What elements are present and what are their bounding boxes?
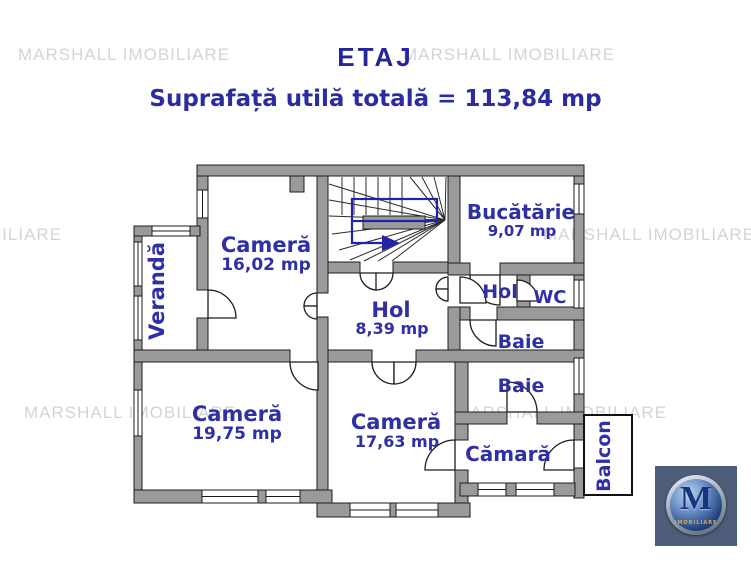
- room-label-wc: WC: [533, 287, 566, 308]
- balcony-outline: [583, 414, 633, 496]
- logo-globe: [670, 479, 722, 531]
- watermark-text: MARSHALL IMOBILIARE: [403, 45, 616, 64]
- room-area-hol: 8,39 mp: [355, 319, 428, 338]
- stairs: [328, 176, 447, 262]
- doors: [207, 272, 575, 471]
- stairs-route-arrow: [350, 197, 439, 251]
- room-label-camara: Cămară: [465, 442, 551, 466]
- room-label-veranda: Verandă: [145, 242, 169, 340]
- room-area-camera-centru: 17,63 mp: [355, 432, 439, 451]
- watermark-text: MARSHALL IMOBILIARE: [543, 225, 751, 244]
- watermark-text: MARSHALL IMOBILIARE: [24, 403, 237, 422]
- watermark-text: MARSHALL IMOBILIARE: [18, 45, 231, 64]
- room-label-bucatarie: Bucătărie: [467, 200, 575, 224]
- room-label-baie-jos: Baie: [498, 375, 545, 397]
- watermark-text: MARSHALL IMOBILIARE: [0, 225, 63, 244]
- room-area-camera-top: 16,02 mp: [221, 255, 311, 275]
- room-area-camera-stanga: 19,75 mp: [192, 424, 282, 444]
- stair-landing: [362, 215, 426, 230]
- room-label-camera-stanga: Cameră: [192, 402, 282, 426]
- page-subtitle: Suprafață utilă totală = 113,84 mp: [149, 86, 602, 112]
- room-label-camera-top: Cameră: [221, 233, 311, 257]
- room-area-bucatarie: 9,07 mp: [488, 222, 557, 240]
- room-label-hol: Hol: [371, 298, 410, 322]
- agency-logo: M IMOBILIARE: [655, 466, 737, 546]
- room-label-baie-sus: Baie: [498, 331, 545, 353]
- page-title: ETAJ: [337, 42, 414, 72]
- room-label-hol-mic: Hol: [482, 281, 517, 303]
- windows: [133, 183, 585, 518]
- room-label-balcon: Balcon: [593, 420, 615, 492]
- logo-badge: M IMOBILIARE: [666, 475, 726, 535]
- logo-letter: M: [679, 480, 713, 517]
- logo-caption: IMOBILIARE: [674, 520, 718, 526]
- stair-treads: [328, 176, 447, 262]
- room-label-camera-centru: Cameră: [351, 410, 441, 434]
